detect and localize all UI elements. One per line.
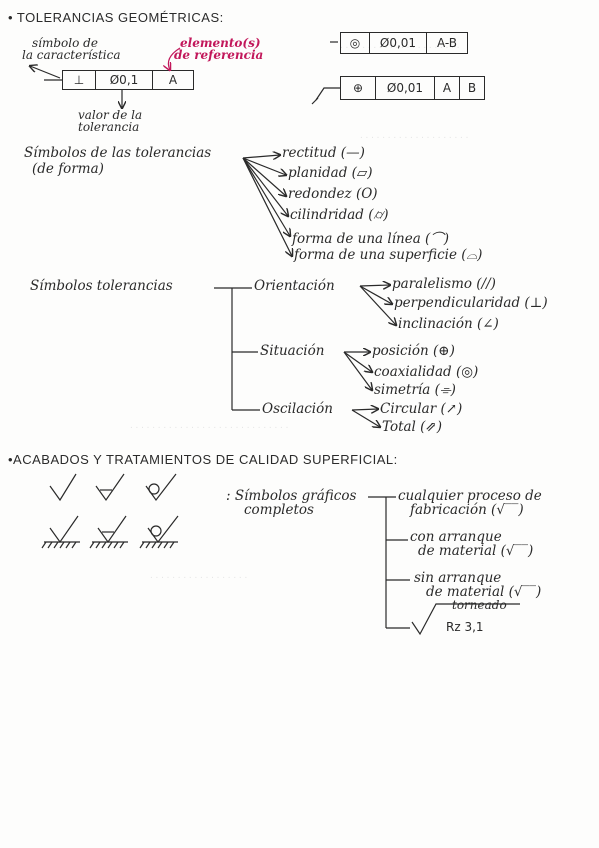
form-tolerance-item: forma de una línea (⌒) [292, 231, 450, 247]
surface-symbol-basic-on-surface [41, 515, 80, 549]
surface-symbol-no-removal-on-surface [139, 515, 179, 549]
group-situation: Situación [260, 343, 325, 359]
section-title-acabados: •ACABADOS Y TRATAMIENTOS DE CALIDAD SUPE… [8, 452, 398, 467]
example-frame-coaxiality: ◎ Ø0,01 A-B [340, 32, 468, 54]
example-frame-cell: ◎ [341, 33, 370, 53]
example-frame-cell: A [435, 77, 460, 99]
form-tolerance-item: planidad (▱) [288, 165, 373, 181]
feature-control-frame: ⊥ Ø0,1 A [62, 70, 194, 90]
roughness-example-symbol [411, 603, 520, 636]
surface-tree [368, 496, 410, 629]
situation-item: posición (⊕) [372, 343, 455, 359]
frame-value-cell: Ø0,1 [96, 71, 153, 89]
symbol-arrow [30, 66, 61, 79]
orientation-item: inclinación (∠) [398, 316, 499, 332]
surface-symbol-removal [95, 473, 125, 502]
example-process-label: torneado [452, 598, 507, 612]
example-frame-position: ⊕ Ø0,01 A B [340, 76, 485, 100]
surface-item-without-removal: sin arranque de material (√‾‾) [414, 570, 542, 600]
form-tolerances-label: Símbolos de las tolerancias (de forma) [24, 145, 212, 177]
surface-item-with-removal: con arranque de material (√‾‾) [410, 529, 534, 559]
section-title-tolerancias: • TOLERANCIAS GEOMÉTRICAS: [8, 10, 224, 25]
oscillation-item: Circular (↗) [380, 401, 463, 417]
surface-symbols-label: : Símbolos gráficos completos [226, 488, 357, 518]
value-label: valor de la tolerancia [78, 108, 143, 134]
group-oscillation: Oscilación [262, 401, 333, 417]
form-tolerance-item: forma de una superficie (⌓) [294, 247, 483, 263]
surface-symbol-basic [49, 473, 77, 502]
symbol-label: símbolo de la característica [22, 36, 121, 62]
example-frame-cell: ⊕ [341, 77, 376, 99]
group-orientation: Orientación [254, 278, 335, 294]
form-tolerance-item: rectitud (—) [282, 145, 365, 161]
position-tolerances-label: Símbolos tolerancias [30, 278, 173, 294]
frame-reference-cell: A [168, 73, 178, 87]
situation-item: coaxialidad (◎) [374, 364, 479, 380]
orientation-item: perpendicularidad (⊥) [394, 295, 548, 311]
reference-arrow [168, 47, 181, 70]
situation-item: simetría (⌯) [374, 382, 456, 398]
surface-symbol-no-removal [145, 473, 177, 502]
orientation-item: paralelismo (//) [392, 276, 496, 292]
frame-symbol-cell: ⊥ [63, 71, 96, 89]
surface-symbol-removal-on-surface [89, 515, 128, 549]
example-frame-cell: Ø0,01 [376, 77, 435, 99]
example-frame-cell: Ø0,01 [370, 33, 427, 53]
surface-item-any-process: cualquier proceso de fabricación (√‾‾) [398, 488, 542, 518]
example-roughness-value: Rz 3,1 [446, 620, 484, 634]
form-fan [242, 155, 292, 256]
example-frame-cell: A-B [436, 36, 458, 50]
example-connector [315, 87, 340, 101]
oscillation-item: Total (⇗) [382, 419, 443, 435]
example-connector [311, 97, 319, 105]
form-tolerance-item: redondez (O) [288, 186, 378, 202]
example-frame-cell: B [467, 81, 477, 95]
form-tolerance-item: cilindridad (⌭) [290, 207, 389, 223]
orientation-tree [214, 285, 396, 427]
reference-label: elemento(s) de referencia [174, 36, 264, 62]
